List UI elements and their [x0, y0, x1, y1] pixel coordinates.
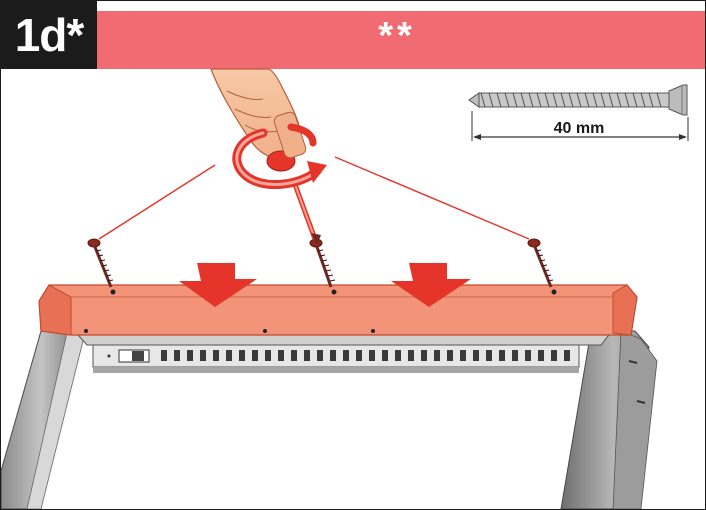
- hand-icon: [211, 69, 307, 171]
- window-frame: [1, 327, 657, 509]
- screw-icon: [469, 85, 687, 115]
- screw-icon: [310, 239, 335, 287]
- screw-icon: [88, 239, 113, 287]
- top-cover: [39, 285, 637, 335]
- screwdriver-icon: [293, 179, 321, 245]
- screw-length-label: 40 mm: [554, 120, 605, 137]
- screw-spec-diagram: 40 mm: [469, 85, 688, 141]
- screw-icon: [528, 239, 553, 287]
